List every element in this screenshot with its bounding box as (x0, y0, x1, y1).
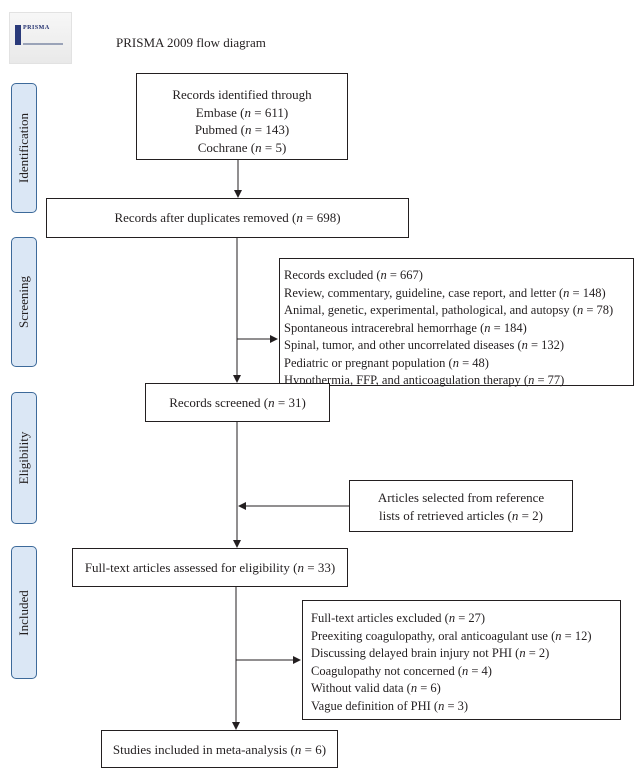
source-cochrane: Cochrane (n = 5) (197, 139, 287, 155)
phase-included: Included (11, 546, 37, 679)
phase-identification: Identification (11, 83, 37, 213)
excluded-line: Pediatric or pregnant population (n = 48… (284, 355, 489, 370)
phase-eligibility: Eligibility (11, 392, 37, 524)
fulltext-excluded-line: Full-text articles excluded (n = 27) (311, 611, 486, 625)
fulltext-excluded-box: Full-text articles excluded (n = 27) Pre… (302, 600, 621, 720)
fulltext-excluded-line: Preexiting coagulopathy, oral anticoagul… (311, 628, 592, 643)
prisma-logo: PRISMA (9, 12, 72, 64)
records-screened-text: Records screened (n = 31) (169, 395, 306, 410)
studies-included-text: Studies included in meta-analysis (n = 6… (112, 742, 327, 757)
excluded-line: Spontaneous intracerebral hemorrhage (n … (284, 320, 527, 335)
logo-underline (23, 43, 63, 45)
phase-screening: Screening (11, 237, 37, 367)
records-identified-heading: Records identified through (172, 87, 312, 102)
studies-included-box: Studies included in meta-analysis (n = 6… (101, 730, 338, 768)
logo-mark (15, 25, 21, 45)
source-embase: Embase (n = 611) (195, 104, 289, 120)
fulltext-excluded-line: Without valid data (n = 6) (311, 681, 441, 695)
source-pubmed: Pubmed (n = 143) (194, 122, 290, 137)
reference-articles-line1: Articles selected from reference (377, 490, 545, 505)
records-identified-box: Records identified through Embase (n = 6… (136, 73, 348, 160)
records-screened-box: Records screened (n = 31) (145, 383, 330, 422)
excluded-line: Hypothermia, FFP, and anticoagulation th… (284, 373, 565, 387)
excluded-line: Records excluded (n = 667) (284, 268, 423, 282)
reference-articles-line2: lists of retrieved articles (n = 2) (378, 507, 543, 523)
excluded-line: Animal, genetic, experimental, pathologi… (284, 303, 614, 317)
fulltext-excluded-line: Coagulopathy not concerned (n = 4) (311, 663, 492, 678)
excluded-line: Review, commentary, guideline, case repo… (284, 285, 606, 300)
duplicates-removed-text: Records after duplicates removed (n = 69… (114, 210, 341, 225)
excluded-line: Spinal, tumor, and other uncorrelated di… (284, 338, 565, 352)
fulltext-assessed-box: Full-text articles assessed for eligibil… (72, 548, 348, 587)
fulltext-excluded-line: Discussing delayed brain injury not PHI … (311, 646, 550, 660)
logo-text: PRISMA (23, 25, 50, 31)
records-excluded-box: Records excluded (n = 667) Review, comme… (279, 258, 634, 387)
fulltext-assessed-text: Full-text articles assessed for eligibil… (84, 560, 336, 575)
reference-articles-box: Articles selected from reference lists o… (349, 480, 573, 532)
duplicates-removed-box: Records after duplicates removed (n = 69… (46, 198, 409, 238)
page-title: PRISMA 2009 flow diagram (116, 35, 266, 50)
fulltext-excluded-line: Vague definition of PHI (n = 3) (311, 698, 469, 713)
